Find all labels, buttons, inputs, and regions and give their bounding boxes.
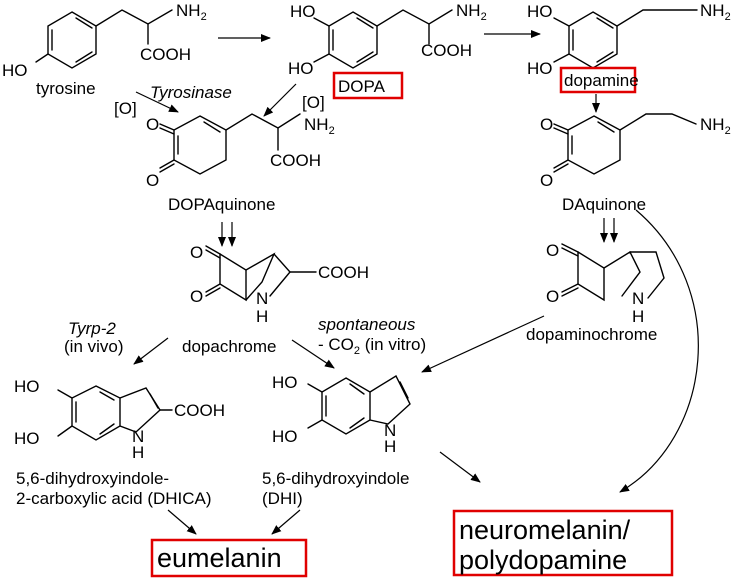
hydroxyl-group-label: HO — [14, 429, 40, 448]
nitrogen-label: N — [632, 289, 644, 308]
dhi-label-line1: 5,6-dihydroxyindole — [262, 469, 409, 488]
oxygen-label: O — [146, 115, 159, 134]
oxidation-label: [O] — [114, 99, 137, 118]
oxygen-label: O — [546, 287, 559, 306]
dopaminochrome-structure: O O N H — [546, 241, 665, 326]
daquinone-label: DAquinone — [562, 195, 646, 214]
carboxyl-group-label: COOH — [174, 401, 225, 420]
arrow-dopa-to-dopaquinone — [263, 83, 297, 117]
arrow-dopaminochrome-to-dhi — [421, 315, 545, 373]
tyrosinase-label: Tyrosinase — [150, 83, 232, 102]
arrow-dopachrome-to-dhica — [133, 337, 169, 365]
nitrogen-label: N — [132, 427, 144, 446]
amine-group-label: NH2 — [176, 1, 207, 23]
oxygen-label: O — [146, 171, 159, 190]
carboxyl-group-label: COOH — [140, 45, 191, 64]
spontaneous-label: spontaneous — [318, 315, 416, 334]
hydroxyl-group-label: HO — [14, 377, 40, 396]
hydroxyl-group-label: HO — [527, 59, 553, 78]
hydroxyl-group-label: HO — [272, 427, 298, 446]
hydrogen-label: H — [256, 307, 268, 326]
tyrosine-label: tyrosine — [36, 79, 96, 98]
hydroxyl-group-label: HO — [288, 59, 314, 78]
dhi-label-line2: (DHI) — [262, 489, 303, 508]
oxygen-label: O — [540, 171, 553, 190]
hydrogen-label: H — [632, 307, 644, 326]
arrow-dhica-to-eumelanin — [167, 509, 197, 535]
carboxyl-group-label: COOH — [421, 41, 472, 60]
dhica-label-line1: 5,6-dihydroxyindole- — [16, 469, 169, 488]
tyrp2-label: Tyrp-2 — [68, 319, 116, 338]
neuromelanin-label-line1: neuromelanin/ — [459, 515, 631, 545]
dhica-label-line2: 2-carboxylic acid (DHICA) — [16, 489, 212, 508]
nitrogen-label: N — [256, 289, 268, 308]
arrow-tyrosine-to-dopaquinone — [135, 91, 179, 113]
carboxyl-group-label: COOH — [318, 263, 369, 282]
amine-group-label: NH2 — [304, 115, 335, 137]
reaction-arrows — [133, 30, 699, 535]
dopa-highlight-box — [332, 71, 404, 100]
dhi-structure: HO HO N H — [272, 373, 411, 456]
nitrogen-label: N — [384, 421, 396, 440]
amine-group-label: NH2 — [700, 1, 731, 23]
dopaquinone-label: DOPAquinone — [168, 195, 275, 214]
dopamine-structure: HO HO NH2 — [527, 1, 731, 78]
daquinone-structure: O O NH2 — [540, 113, 731, 190]
dopachrome-label: dopachrome — [182, 337, 277, 356]
oxygen-label: O — [540, 115, 553, 134]
tyrosine-structure: NH2 COOH HO — [2, 1, 207, 80]
eumelanin-highlight-box — [150, 538, 308, 578]
dopa-structure: HO HO NH2 COOH — [288, 1, 487, 78]
dopaminochrome-label: dopaminochrome — [526, 325, 657, 344]
dhica-structure: HO HO COOH N H — [14, 377, 225, 462]
oxygen-label: O — [190, 243, 203, 262]
dopamine-label: dopamine — [564, 71, 639, 90]
amine-group-label: NH2 — [700, 115, 731, 137]
arrow-dopachrome-to-dhi — [291, 339, 335, 369]
oxidation-label: [O] — [302, 93, 325, 112]
neuromelanin-label-line2: polydopamine — [459, 545, 627, 575]
oxygen-label: O — [546, 241, 559, 260]
neuromelanin-highlight-box — [452, 509, 674, 577]
arrow-dhi-to-eumelanin — [271, 509, 301, 535]
oxygen-label: O — [190, 287, 203, 306]
hydrogen-label: H — [132, 443, 144, 462]
eumelanin-label: eumelanin — [157, 543, 282, 573]
dopachrome-structure: O O COOH N H — [190, 243, 369, 326]
amine-group-label: NH2 — [456, 1, 487, 23]
hydroxyl-group-label: HO — [290, 2, 316, 21]
arrow-daquinone-to-neuromelanin — [619, 209, 699, 493]
in-vivo-label: (in vivo) — [64, 337, 124, 356]
hydroxyl-group-label: HO — [527, 2, 553, 21]
dopa-label: DOPA — [338, 77, 386, 96]
arrow-dhi-to-neuromelanin — [439, 451, 481, 483]
hydroxyl-group-label: HO — [272, 373, 298, 392]
dopaquinone-structure: O O NH2 COOH — [146, 113, 335, 190]
co2-in-vitro-label: - CO2 (in vitro) — [318, 335, 426, 357]
hydrogen-label: H — [384, 437, 396, 456]
carboxyl-group-label: COOH — [270, 151, 321, 170]
hydroxyl-group-label: HO — [2, 61, 28, 80]
dopamine-highlight-box — [559, 66, 637, 94]
